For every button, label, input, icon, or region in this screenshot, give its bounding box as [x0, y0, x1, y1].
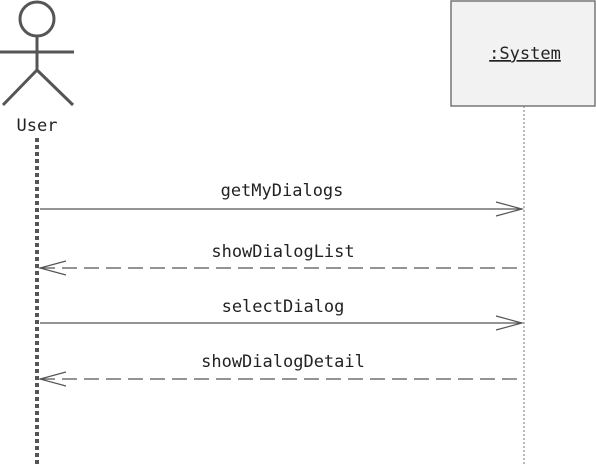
open-arrowhead-icon [37, 371, 67, 387]
message-show-dialog-detail: showDialogDetail [37, 352, 524, 387]
open-arrowhead-icon [37, 260, 67, 276]
open-arrowhead-icon [495, 201, 525, 217]
message-get-my-dialogs: getMyDialogs [40, 181, 525, 217]
actor-head [18, 0, 56, 38]
actor-label: User [17, 116, 58, 136]
actor-right-leg [35, 68, 75, 107]
object-system: :System [450, 0, 596, 107]
actor-left-leg [1, 68, 39, 107]
message-show-dialog-list: showDialogList [37, 242, 524, 276]
message-label: showDialogList [211, 242, 354, 262]
message-label: getMyDialogs [221, 181, 344, 201]
actor-user: User [0, 0, 75, 136]
object-box [450, 0, 596, 107]
message-label: showDialogDetail [201, 352, 365, 372]
open-arrowhead-icon [495, 315, 525, 331]
object-label: :System [489, 44, 561, 64]
message-select-dialog: selectDialog [40, 297, 525, 331]
message-label: selectDialog [222, 297, 345, 317]
